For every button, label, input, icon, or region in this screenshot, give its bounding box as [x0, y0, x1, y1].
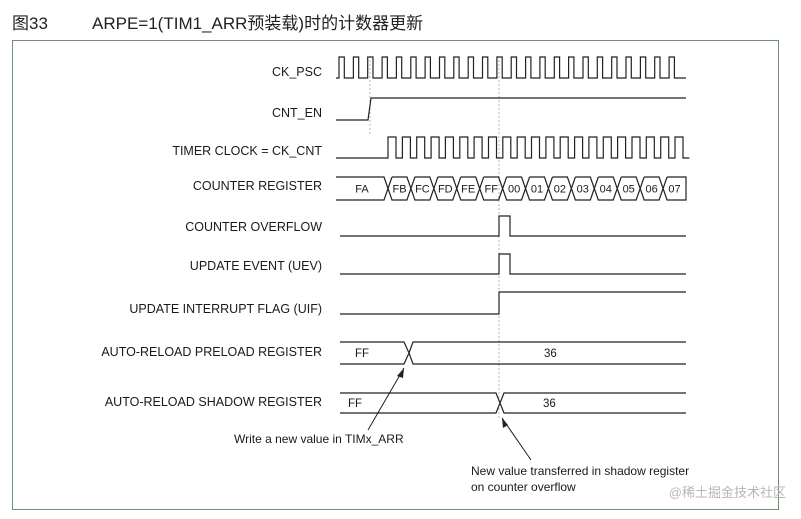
counter-cell	[433, 176, 458, 201]
counter-value: 05	[623, 184, 635, 196]
write-arrowhead	[397, 368, 404, 378]
write-arrow	[367, 367, 405, 431]
counter-cell	[456, 176, 481, 201]
counter-value: 01	[531, 184, 543, 196]
label-ck-psc: CK_PSC	[272, 65, 322, 79]
counter-cell	[410, 176, 435, 201]
write-annotation: Write a new value in TIMx_ARR	[234, 432, 404, 446]
counter-cell	[616, 176, 641, 201]
preload-register-bus	[340, 341, 686, 365]
label-preload-register: AUTO-RELOAD PRELOAD REGISTER	[101, 345, 322, 359]
label-update-event: UPDATE EVENT (UEV)	[190, 259, 322, 273]
counter-value: FB	[392, 184, 406, 196]
counter-cell	[593, 176, 618, 201]
counter-cell	[524, 176, 550, 201]
label-counter-register: COUNTER REGISTER	[193, 179, 322, 193]
counter-overflow-waveform	[340, 215, 686, 237]
counter-value: FA	[355, 184, 369, 196]
shadow-value-before: FF	[348, 398, 362, 410]
cnt-en-waveform	[336, 97, 686, 121]
counter-value: FD	[438, 184, 453, 196]
counter-value: 04	[600, 184, 612, 196]
timer-clock-waveform	[336, 136, 690, 159]
preload-value-after: 36	[544, 348, 557, 360]
label-uif: UPDATE INTERRUPT FLAG (UIF)	[129, 302, 322, 316]
figure-title: ARPE=1(TIM1_ARR预装载)时的计数器更新	[92, 14, 424, 33]
ck-psc-waveform	[336, 56, 686, 79]
counter-cell	[639, 176, 664, 201]
transfer-annotation-line1: New value transferred in shadow register	[471, 464, 689, 478]
counter-value: 07	[668, 184, 680, 196]
watermark: @稀土掘金技术社区	[669, 485, 786, 500]
counter-cell	[547, 176, 573, 201]
counter-value: 03	[577, 184, 589, 196]
counter-cell	[479, 176, 504, 201]
counter-value: 00	[508, 184, 520, 196]
counter-cell	[662, 176, 687, 201]
uif-waveform	[340, 291, 686, 315]
counter-value: FC	[415, 184, 430, 196]
label-counter-overflow: COUNTER OVERFLOW	[185, 220, 322, 234]
label-timer-clock: TIMER CLOCK = CK_CNT	[172, 144, 322, 158]
counter-value: FE	[461, 184, 475, 196]
counter-value: 06	[645, 184, 657, 196]
figure-number: 图33	[12, 14, 48, 33]
counter-value: FF	[484, 184, 498, 196]
counter-register-bus: FA FB FC FD FE FF 00 01 02 03 04 05 06 07	[336, 176, 687, 201]
counter-value: 02	[554, 184, 566, 196]
counter-cell	[570, 176, 595, 201]
counter-cell	[387, 176, 412, 201]
diagram-frame	[12, 40, 779, 510]
preload-value-before: FF	[355, 348, 369, 360]
shadow-value-after: 36	[543, 398, 556, 410]
transfer-annotation-line2: on counter overflow	[471, 480, 576, 494]
counter-cell	[501, 176, 527, 201]
update-event-waveform	[340, 253, 686, 275]
transfer-arrowhead	[502, 418, 508, 428]
label-cnt-en: CNT_EN	[272, 106, 322, 120]
shadow-register-bus	[340, 392, 686, 414]
label-shadow-register: AUTO-RELOAD SHADOW REGISTER	[105, 395, 322, 409]
